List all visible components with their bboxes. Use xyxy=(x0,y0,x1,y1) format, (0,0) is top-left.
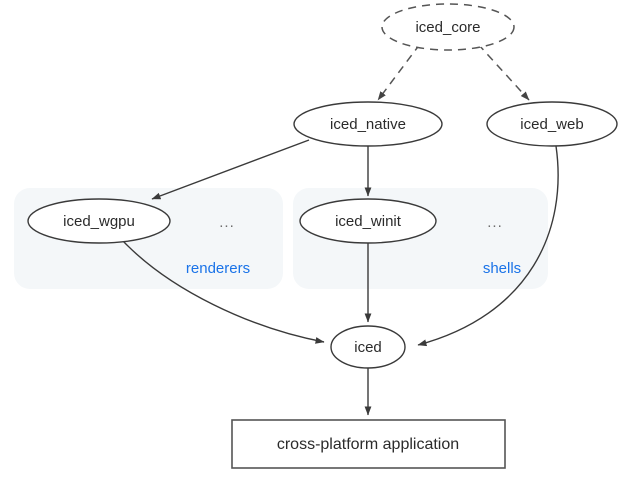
node-iced-wgpu-shape[interactable] xyxy=(27,198,171,244)
node-iced-wgpu[interactable]: iced_wgpu xyxy=(27,198,171,244)
renderers-more-ellipsis: ... xyxy=(219,214,235,231)
node-app-shape[interactable] xyxy=(231,419,506,469)
node-iced-native-label: iced_native xyxy=(330,116,406,133)
edge-web-to-iced xyxy=(417,145,559,347)
node-iced-winit-shape[interactable] xyxy=(299,198,437,244)
node-iced-shape[interactable] xyxy=(330,325,406,369)
node-iced-core-shape[interactable] xyxy=(381,3,515,51)
edge-native-to-wgpu xyxy=(151,139,310,200)
cluster-renderers-label: renderers xyxy=(186,260,250,277)
node-iced-wgpu-label: iced_wgpu xyxy=(63,213,135,230)
node-iced-core[interactable]: iced_core xyxy=(381,3,515,51)
shells-more-ellipsis: ... xyxy=(487,214,503,231)
node-iced-core-label: iced_core xyxy=(415,19,480,36)
node-iced-label: iced xyxy=(354,339,382,356)
node-iced-winit-label: iced_winit xyxy=(335,213,402,230)
edge-core-to-web xyxy=(477,43,530,101)
edge-core-to-native xyxy=(377,43,421,101)
node-iced-winit[interactable]: iced_winit xyxy=(299,198,437,244)
edge-wgpu-to-iced xyxy=(122,240,325,344)
node-cross-platform-application[interactable]: cross-platform application xyxy=(231,419,506,469)
node-iced-web[interactable]: iced_web xyxy=(486,101,618,147)
cluster-shells-label: shells xyxy=(483,260,521,277)
node-iced-web-shape[interactable] xyxy=(486,101,618,147)
node-iced-web-label: iced_web xyxy=(520,116,583,133)
node-iced-native-shape[interactable] xyxy=(293,101,443,147)
node-iced[interactable]: iced xyxy=(330,325,406,369)
node-iced-native[interactable]: iced_native xyxy=(293,101,443,147)
node-app-label: cross-platform application xyxy=(277,436,459,453)
